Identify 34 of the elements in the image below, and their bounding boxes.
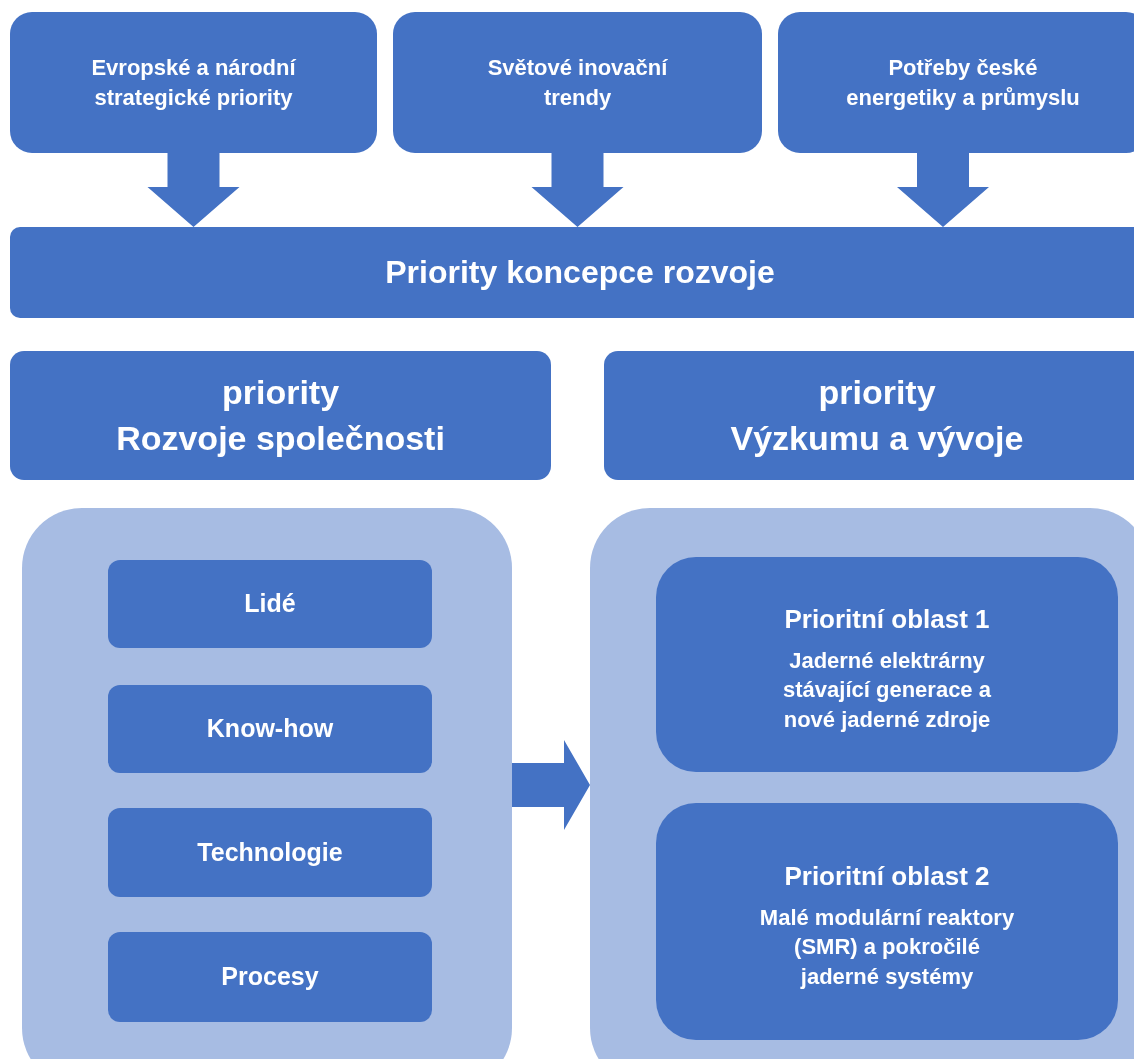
priority-box xyxy=(656,803,1118,1040)
block-arrow xyxy=(512,740,590,830)
priority-box xyxy=(108,560,432,648)
priority-box xyxy=(10,351,551,480)
priority-box xyxy=(656,557,1118,772)
box-title: Světové inovační trendy xyxy=(486,53,669,112)
block-arrow xyxy=(531,153,624,227)
block-arrow xyxy=(147,153,240,227)
box-text: Výzkumu a vývoje xyxy=(730,417,1024,459)
box-title: priority xyxy=(818,371,936,413)
box-title: priority xyxy=(221,371,340,413)
box-title: Priority koncepce rozvoje xyxy=(385,252,775,292)
box-title: Procesy xyxy=(221,961,319,993)
priority-box xyxy=(108,808,432,897)
priority-box xyxy=(778,12,1134,153)
box-text: Malé modulární reaktory (SMR) a pokročilé jaderné systémy xyxy=(758,903,1016,991)
box-title: Evropské a národní strategické priority xyxy=(90,53,297,112)
priority-box xyxy=(108,932,432,1022)
box-title: Prioritní oblast 1 xyxy=(784,603,990,637)
priority-box xyxy=(10,227,1134,318)
group-panel xyxy=(22,508,512,1059)
priority-box xyxy=(393,12,762,153)
box-title: Technologie xyxy=(197,836,343,868)
block-arrow xyxy=(897,153,989,227)
box-title: Potřeby české energetiky a průmyslu xyxy=(845,53,1081,112)
priority-box xyxy=(604,351,1134,480)
box-title: Know-how xyxy=(206,713,334,745)
box-text: Rozvoje společnosti xyxy=(116,417,445,459)
group-panel xyxy=(590,508,1134,1059)
priority-box xyxy=(108,685,432,773)
priority-box xyxy=(10,12,377,153)
box-title: Prioritní oblast 2 xyxy=(784,860,990,894)
box-text: Jaderné elektrárny stávající generace a nové jaderné zdroje xyxy=(782,646,992,734)
box-title: Lidé xyxy=(244,588,296,620)
